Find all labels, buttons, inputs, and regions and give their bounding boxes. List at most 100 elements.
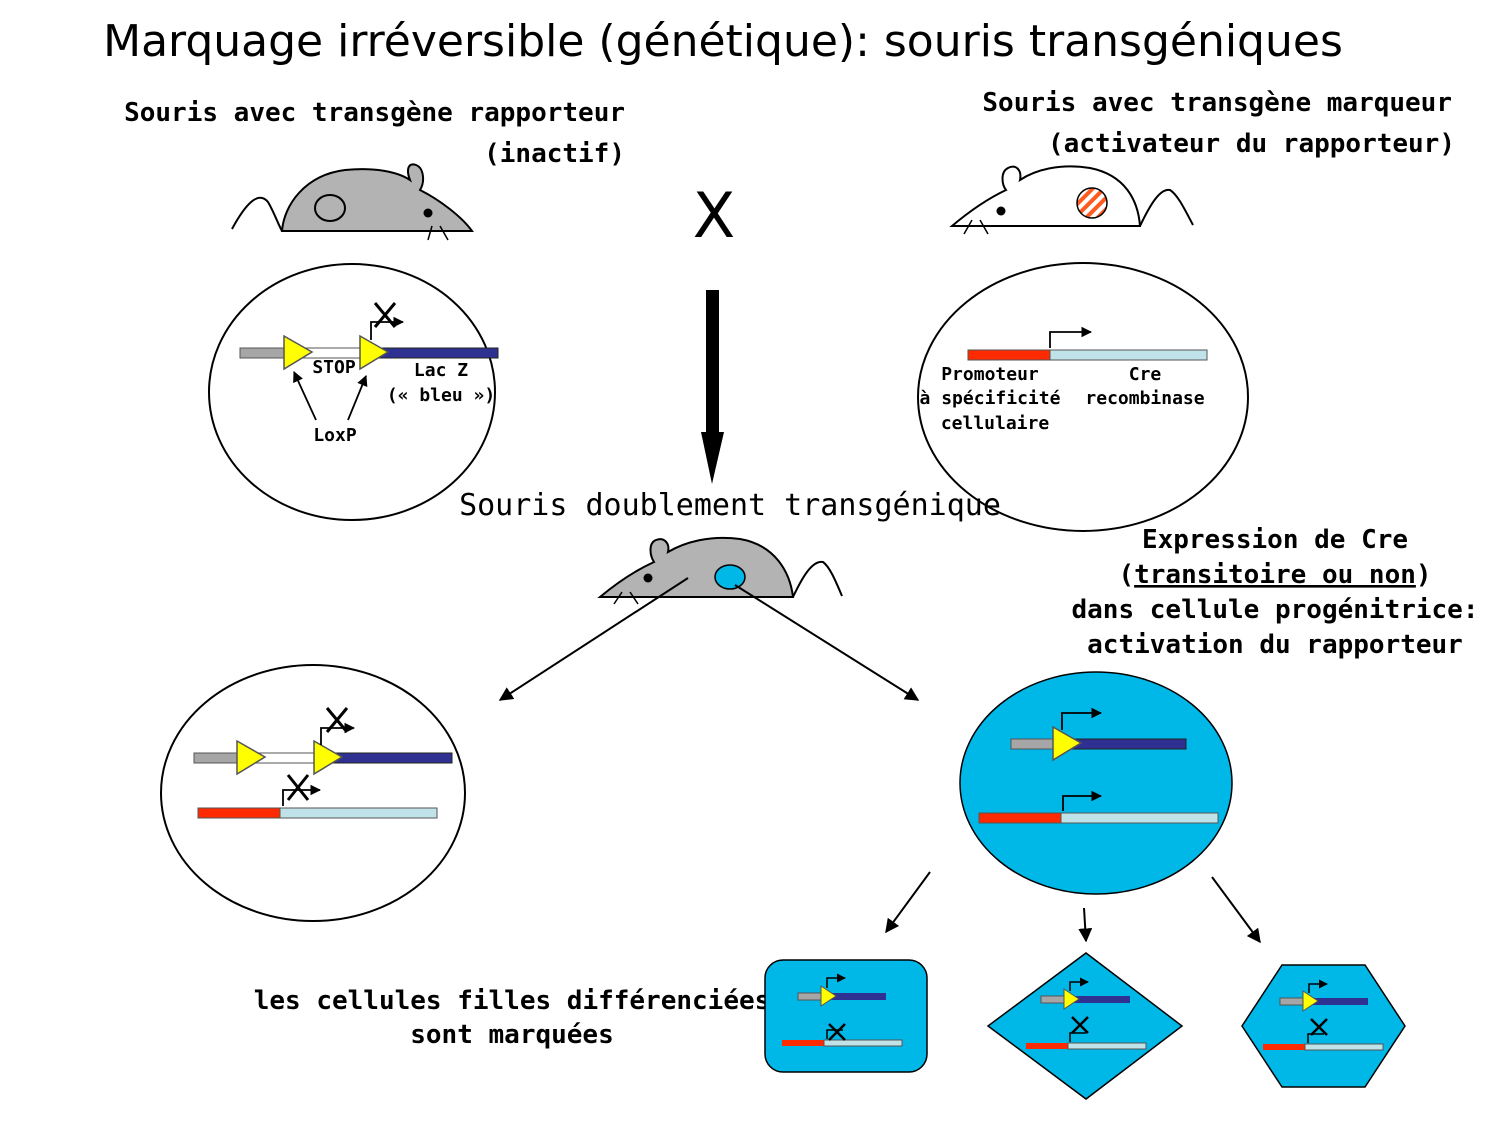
- cross-result-arrow-head: [701, 432, 724, 484]
- stop-label: STOP: [312, 357, 356, 378]
- unlabeled-marker-promoter: [197, 807, 281, 819]
- reporter-mouse-eye: [423, 208, 433, 218]
- marker-mouse-spot: [1076, 187, 1108, 219]
- daughter-1-cre: [823, 1039, 903, 1047]
- daughter-2-reporter-arrow: [1069, 977, 1089, 991]
- arrow-to-daughter-1: [885, 871, 931, 934]
- double-mouse-label: Souris doublement transgénique: [459, 488, 1001, 523]
- progenitor-reporter-active-arrow: [1061, 707, 1103, 730]
- daughter-cell-3-outline: [1241, 964, 1406, 1088]
- arrow-to-progenitor-cell: [734, 584, 920, 701]
- daughter-2-reporter-5prime: [1040, 995, 1068, 1004]
- progenitor-cell-outline: [959, 671, 1233, 895]
- marker-promoter-segment: [967, 349, 1051, 361]
- arrow-to-daughter-3: [1211, 876, 1261, 944]
- progenitor-cell: [959, 671, 1233, 895]
- daughter-3-cre: [1304, 1043, 1384, 1051]
- progenitor-marker-active-arrow: [1062, 790, 1103, 811]
- double-mouse-whisker: [629, 591, 639, 605]
- left-mouse-label-line2: (inactif): [484, 139, 625, 169]
- left-mouse-label-line1: Souris avec transgène rapporteur: [124, 98, 625, 128]
- loxp-site-2: [359, 334, 390, 371]
- arrow-to-unlabeled-cell: [498, 577, 689, 701]
- unlabeled-marker-cre: [279, 807, 438, 819]
- unlabeled-marker-blocked-x: [286, 774, 310, 801]
- daughter-2-blocked-x: [1071, 1016, 1089, 1034]
- progenitor-marker-cre: [1060, 812, 1219, 824]
- expression-underlined: transitoire ou non: [1134, 560, 1416, 590]
- arrow-to-daughter-2: [1078, 907, 1093, 943]
- unlabeled-cell-outline: [160, 664, 466, 922]
- daughter-2-marker-arrow: [1069, 1032, 1086, 1042]
- daughter-3-reporter-arrow: [1308, 979, 1328, 993]
- daughter-2-cre: [1067, 1042, 1147, 1050]
- marker-mouse-whisker: [963, 219, 973, 235]
- daughter-1-reporter-arrow: [826, 973, 846, 988]
- daughter-3-reporter-5prime: [1279, 997, 1307, 1006]
- daughter-3-promoter: [1263, 1044, 1305, 1050]
- marker-mouse-eye: [996, 206, 1006, 216]
- promoter-label-line1: Promoteur: [941, 364, 1039, 385]
- daughter-3-marker-arrow: [1307, 1033, 1324, 1043]
- reporter-mouse-spot: [314, 194, 346, 222]
- double-mouse-eye: [643, 573, 653, 583]
- double-transgenic-mouse: [597, 536, 843, 605]
- daughter-text-line2: sont marquées: [410, 1020, 614, 1050]
- reporter-mouse-tail: [231, 196, 283, 232]
- marker-mouse: [949, 165, 1194, 235]
- promoter-label-line3: cellulaire: [941, 413, 1050, 434]
- daughter-2-loxp: [1063, 988, 1080, 1010]
- daughter-3-loxp: [1302, 990, 1319, 1012]
- reporter-cell: STOP Lac Z (« bleu ») LoxP: [208, 263, 499, 521]
- unlabeled-cell: [160, 664, 466, 922]
- reporter-mouse-whisker: [427, 225, 433, 241]
- daughter-2-promoter: [1026, 1043, 1068, 1049]
- double-mouse-spot: [714, 564, 746, 590]
- daughter-cell-2: [986, 952, 1184, 1100]
- daughter-1-reporter-lacz: [824, 993, 886, 1000]
- expression-line1: Expression de Cre: [1142, 525, 1408, 555]
- daughter-cell-1: [764, 959, 928, 1073]
- lacz-label-line1: Lac Z: [414, 360, 468, 381]
- reporter-cell-outline: [208, 263, 496, 521]
- marker-mouse-whisker: [979, 219, 989, 235]
- expression-line2: (transitoire ou non): [1118, 560, 1431, 590]
- loxp-site-1: [283, 334, 314, 371]
- unlabeled-loxp-2: [313, 739, 344, 776]
- daughter-1-promoter: [782, 1040, 824, 1046]
- marker-promoter-arrow: [1049, 326, 1093, 348]
- unlabeled-loxp-1: [236, 739, 267, 776]
- daughter-1-blocked-x: [828, 1023, 846, 1041]
- daughter-1-loxp: [820, 985, 837, 1007]
- marker-cell: Promoteur à spécificité cellulaire Cre r…: [917, 262, 1249, 532]
- expression-line4: activation du rapporteur: [1087, 630, 1463, 660]
- daughter-cell-1-outline: [764, 959, 928, 1073]
- page-title: Marquage irréversible (génétique): souri…: [103, 16, 1343, 67]
- double-mouse-tail: [792, 560, 843, 598]
- progenitor-reporter-5prime: [1010, 738, 1058, 750]
- reporter-mouse: [231, 163, 474, 241]
- marker-mouse-body: [949, 165, 1142, 227]
- loxp-pointer-1: [293, 371, 317, 421]
- cross-symbol: X: [693, 179, 735, 252]
- daughter-text-line1: les cellules filles différenciées: [254, 986, 771, 1016]
- progenitor-loxp: [1052, 725, 1083, 762]
- expression-text: Expression de Cre (transitoire ou non) d…: [1072, 525, 1479, 660]
- expression-line3: dans cellule progénitrice:: [1072, 595, 1479, 625]
- daughter-3-reporter-lacz: [1306, 998, 1368, 1005]
- unlabeled-marker-promoter-arrow: [282, 784, 322, 806]
- promoter-label-line2: à spécificité: [920, 388, 1061, 409]
- lacz-label-line2: (« bleu »): [387, 385, 495, 406]
- reporter-mouse-whisker: [439, 225, 449, 241]
- unlabeled-reporter-5prime: [193, 752, 241, 764]
- cre-label-line1: Cre: [1129, 364, 1162, 385]
- progenitor-marker-promoter: [978, 812, 1062, 824]
- daughter-2-reporter-lacz: [1067, 996, 1130, 1003]
- daughter-1-reporter-5prime: [797, 992, 825, 1001]
- double-mouse-whisker: [613, 591, 623, 605]
- loxp-pointer-2: [347, 375, 368, 421]
- double-mouse-body: [597, 536, 795, 598]
- cross-result-arrow-shaft: [706, 290, 719, 440]
